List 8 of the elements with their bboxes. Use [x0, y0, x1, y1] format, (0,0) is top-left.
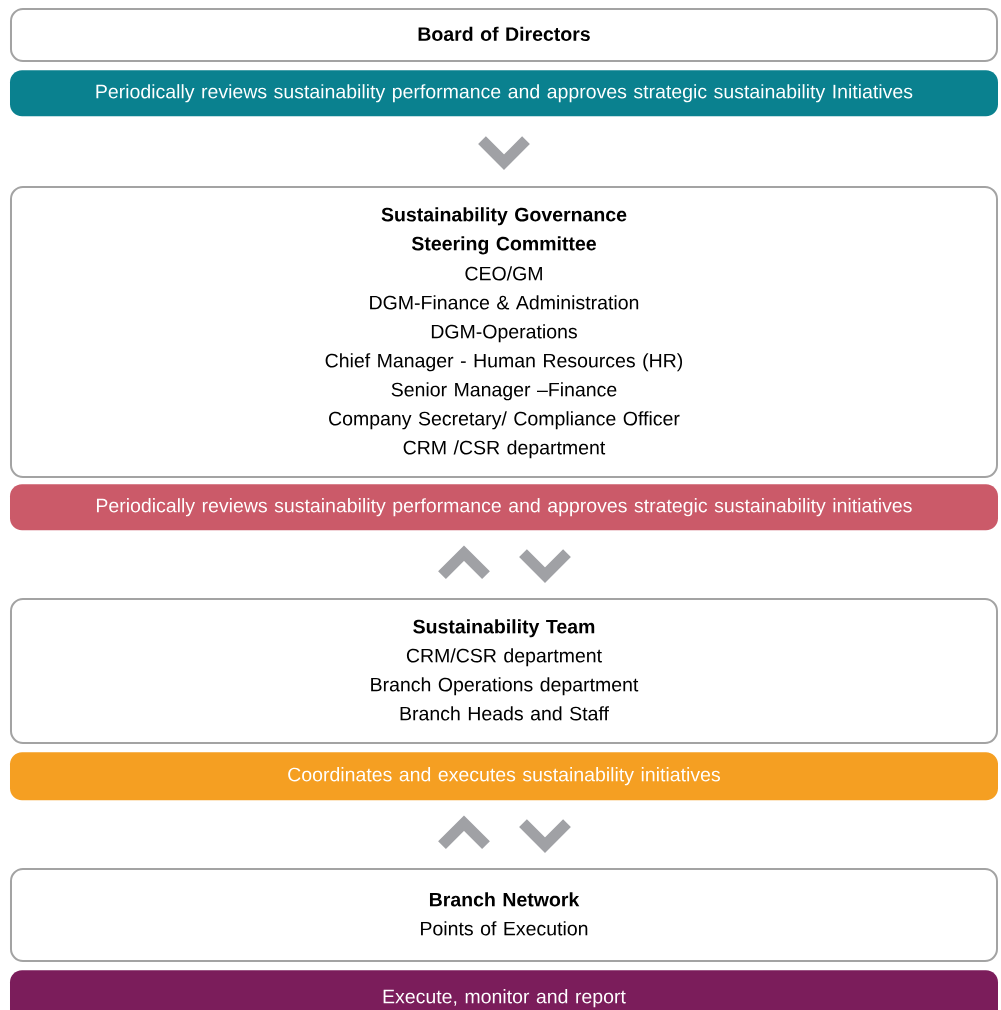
org-box: Board of Directors — [10, 8, 998, 62]
org-box: Sustainability Governance Steering Committee CEO/GM DGM-Finance & Administration DGM-Operations Chief Manager - Human Resources (HR) Senior Manager –Finance Company Secretary/ Compliance Officer CRM /CSR department — [10, 186, 998, 478]
role-banner: Periodically reviews sustainability performance and approves strategic sustainability initiatives — [10, 484, 998, 531]
org-box: Branch Network Points of Execution — [10, 868, 998, 962]
role-banner: Coordinates and executes sustainability initiatives — [10, 752, 998, 801]
role-banner: Periodically reviews sustainability performance and approves strategic sustainability Initiatives — [10, 70, 998, 117]
role-banner: Execute, monitor and report — [10, 970, 998, 1010]
org-box: Sustainability Team CRM/CSR department Branch Operations department Branch Heads and Staff — [10, 598, 998, 744]
